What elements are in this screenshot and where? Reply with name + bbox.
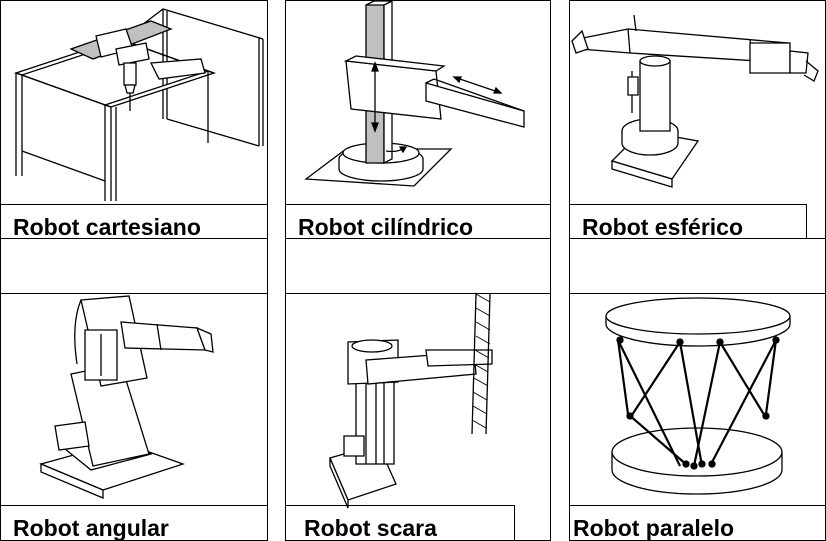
empty-row-cell-2 [285,238,551,294]
parallel-robot-icon [570,294,826,509]
robot-cell-cilindrico [285,0,551,240]
robot-cell-angular [0,293,268,541]
cartesian-robot-icon [1,1,269,211]
label-border-5 [285,505,515,506]
label-border-2 [285,204,551,205]
label-border-5-right [514,505,515,541]
robot-cell-esferico [569,0,826,240]
spherical-robot-icon [570,1,826,206]
label-border-6 [569,505,826,506]
angular-robot-icon [1,294,269,509]
robot-label: Robot paralelo [573,515,735,541]
robot-label: Robot cilíndrico [298,214,474,240]
label-border-4 [0,505,268,506]
cylindrical-robot-icon [286,1,552,206]
scara-robot-icon [286,294,552,509]
empty-row-cell-3 [569,238,826,294]
robot-label: Robot angular [13,515,169,541]
robot-label: Robot cartesiano [13,214,201,240]
robot-cell-paralelo [569,293,826,541]
label-border-1 [0,204,268,205]
empty-row-cell-1 [0,238,268,294]
label-border-3-right [806,204,807,240]
robot-label: Robot esférico [582,214,744,240]
label-border-3 [569,204,807,205]
robot-cell-cartesiano [0,0,268,240]
robot-cell-scara [285,293,551,541]
robot-label: Robot scara [304,515,437,541]
